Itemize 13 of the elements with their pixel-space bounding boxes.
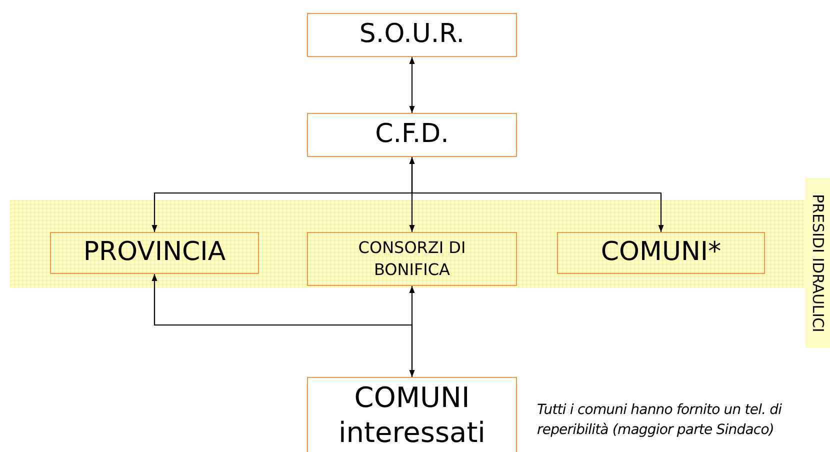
process-box: COMUNI* [557,232,765,274]
band-label: PRESIDI IDRAULICI [805,178,830,348]
arrow [411,157,664,232]
process-box: S.O.U.R. [307,13,517,57]
arrow [409,286,415,377]
process-box: CONSORZI DI BONIFICA [307,232,517,286]
note-text: Tutti i comuni hanno fornito un tel. di reperibilità (maggior parte Sindaco) [537,401,783,440]
process-box: COMUNI interessati [307,377,517,452]
process-box: C.F.D. [307,113,517,157]
arrow [409,57,415,113]
arrow [152,274,413,377]
arrow [409,157,415,232]
process-box: PROVINCIA [50,232,259,274]
